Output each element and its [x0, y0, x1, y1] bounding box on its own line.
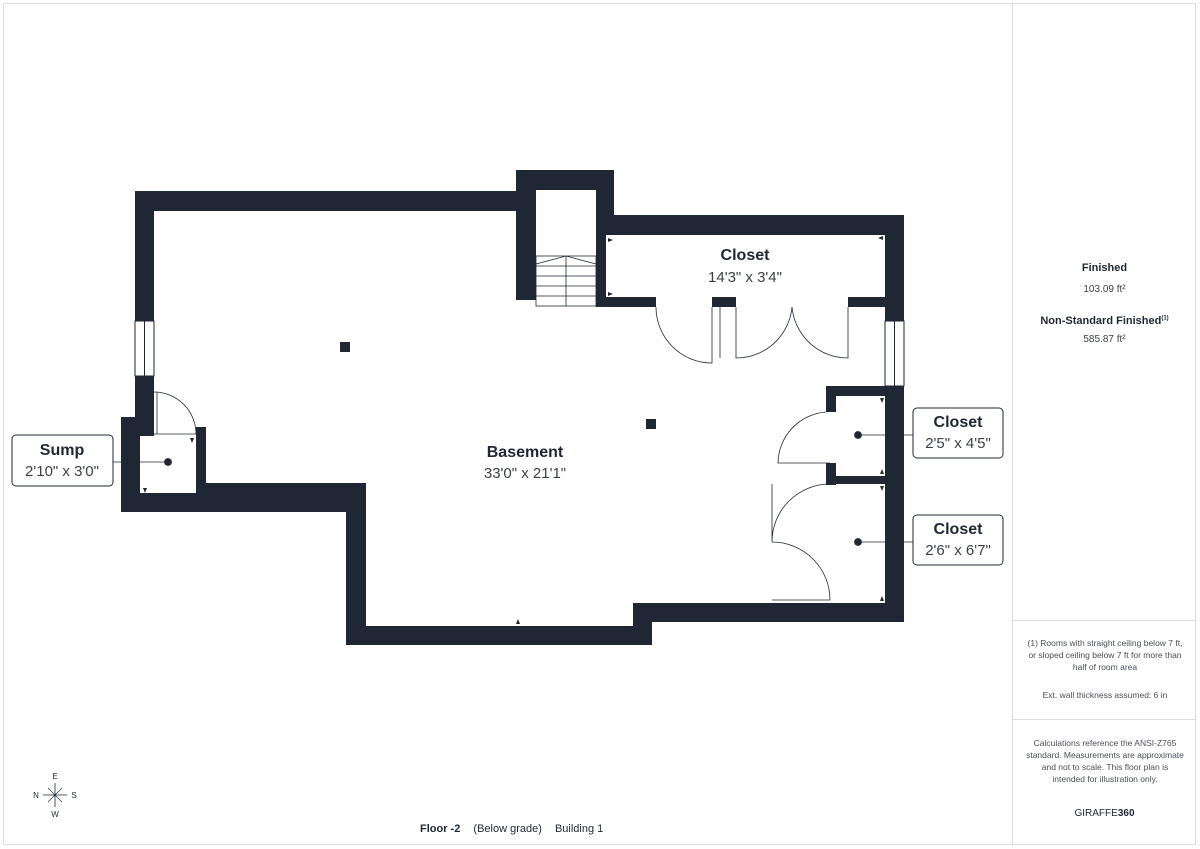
wall-left-upper: [135, 191, 154, 321]
wall-stair-top: [516, 170, 614, 190]
wall-sump-bottom: [121, 493, 366, 512]
room-label-basement: Basement 33'0" x 21'1": [484, 444, 566, 482]
finished-value: 103.09 ft²: [1083, 284, 1126, 295]
leader-dot-sump: [164, 458, 172, 466]
room-name: Closet: [934, 414, 984, 431]
room-dims: 2'10" x 3'0": [25, 463, 99, 480]
tick: [516, 619, 520, 624]
tick: [880, 596, 884, 601]
wall-sump-right: [196, 427, 206, 503]
tick: [880, 398, 884, 403]
tick: [880, 486, 884, 491]
wall-closet1-bottom-left: [596, 297, 656, 307]
room-name: Closet: [721, 247, 771, 264]
room-name: Sump: [40, 442, 85, 459]
door-closet3-top: [771, 483, 831, 543]
room-dims: 2'6" x 6'7": [925, 542, 991, 559]
brand-logo: GIRAFFE360: [1013, 808, 1196, 819]
tick: [878, 236, 883, 240]
stair-arrow-head: [535, 255, 597, 265]
room-name: Basement: [487, 444, 564, 461]
wall-closet2-left-upper: [826, 386, 836, 412]
summary-sidebar: Finished 103.09 ft² Non-Standard Finishe…: [1012, 3, 1196, 845]
room-label-sump: Sump 2'10" x 3'0": [11, 434, 114, 487]
compass-icon: E N S W: [33, 772, 77, 819]
room-label-closet-bottom: Closet 2'6" x 6'7": [912, 514, 1004, 566]
door-closet1-left: [655, 306, 713, 364]
column-1: [340, 342, 350, 352]
grade-label: (Below grade): [473, 823, 542, 835]
tick: [880, 469, 884, 474]
wall-closet1-bottom-right: [848, 297, 898, 307]
wall-top: [135, 191, 535, 211]
wall-stair-left: [516, 170, 536, 300]
door-closet3-bottom: [771, 541, 831, 601]
nonstandard-label-text: Non-Standard Finished: [1040, 315, 1162, 327]
wall-closet-divider: [826, 476, 904, 484]
room-label-closet-mid: Closet 2'5" x 4'5": [912, 407, 1004, 459]
wall-bottom: [346, 626, 652, 645]
room-dims: 2'5" x 4'5": [925, 435, 991, 452]
room-label-closet-top: Closet 14'3" x 3'4": [708, 247, 782, 286]
room-dims: 33'0" x 21'1": [484, 465, 566, 482]
tick: [608, 292, 613, 296]
finished-label: Finished: [1081, 262, 1128, 274]
wall-right-lower: [885, 386, 904, 622]
wall-closet1-left: [596, 215, 606, 307]
label-box: [11, 434, 114, 487]
divider: [1013, 620, 1196, 621]
wall-right-upper: [885, 215, 904, 321]
nonstandard-value: 585.87 ft²: [1083, 334, 1126, 345]
nonstandard-label: Non-Standard Finished(1): [1013, 315, 1196, 327]
stairs: [535, 255, 597, 307]
compass-west: W: [51, 810, 59, 819]
tick: [516, 213, 520, 218]
label-box: [912, 407, 1004, 459]
tick: [143, 488, 147, 493]
walls: [121, 170, 904, 645]
room-name: Closet: [934, 521, 984, 538]
windows: [134, 320, 905, 387]
tick: [608, 238, 613, 242]
compass-east: E: [52, 772, 57, 781]
leaders: [113, 431, 913, 546]
floor-footer: Floor -2 (Below grade) Building 1: [420, 823, 613, 835]
wall-sump-top: [121, 417, 154, 436]
door-sump: [153, 391, 197, 435]
wall-bottom-left-vertical: [346, 483, 366, 645]
compass-north: N: [33, 791, 39, 800]
brand-prefix: GIRAFFE: [1074, 808, 1118, 819]
wall-closet2-left-lower: [826, 463, 836, 485]
door-closet1-mid: [735, 306, 793, 359]
building-label: Building 1: [554, 823, 604, 835]
page-frame: [3, 3, 1196, 845]
wall-thickness-note: Ext. wall thickness assumed: 6 in: [1042, 690, 1168, 700]
column-2: [646, 419, 656, 429]
leader-dot-closet3: [854, 538, 862, 546]
label-box: [912, 514, 1004, 566]
disclaimer: Calculations reference the ANSI-Z765 sta…: [1026, 738, 1184, 784]
room-dims: 14'3" x 3'4": [708, 269, 782, 286]
dimension-ticks: [143, 213, 884, 624]
brand-suffix: 360: [1117, 808, 1135, 819]
doors: [153, 306, 849, 601]
tick: [190, 438, 194, 443]
wall-top-right: [596, 215, 904, 235]
floor-label: Floor -2: [420, 823, 461, 835]
door-closet1-right: [791, 306, 849, 359]
compass-south: S: [71, 791, 76, 800]
columns: [340, 342, 656, 429]
nonstandard-sup: (1): [1161, 315, 1169, 322]
wall-sump-left: [121, 417, 140, 512]
compass-needle: [47, 787, 63, 803]
divider: [1013, 719, 1196, 720]
footnote: (1) Rooms with straight ceiling below 7 …: [1027, 638, 1183, 672]
leader-dot-closet2: [854, 431, 862, 439]
wall-closet2-top: [826, 386, 904, 396]
wall-closet1-bottom-mid: [712, 297, 736, 307]
wall-bottom-right: [633, 603, 904, 622]
door-closet2: [777, 411, 830, 464]
